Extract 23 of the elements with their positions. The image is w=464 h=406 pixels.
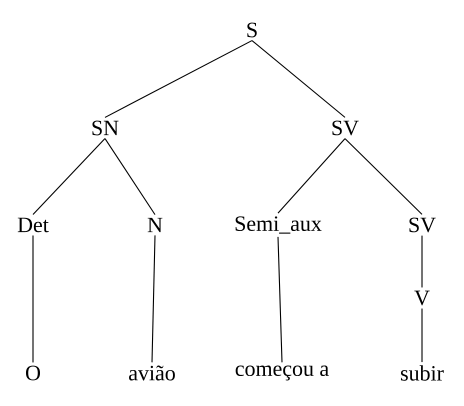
tree-label: subir bbox=[401, 365, 444, 381]
tree-label: SV bbox=[409, 218, 436, 232]
branch-line bbox=[421, 236, 423, 288]
tree-label: O bbox=[26, 366, 40, 380]
branch-line bbox=[104, 138, 156, 215]
branch-line bbox=[277, 236, 283, 362]
tree-label: Det bbox=[18, 218, 49, 232]
branch-line bbox=[151, 235, 156, 362]
branch-line bbox=[104, 40, 252, 118]
tree-label: N bbox=[148, 218, 162, 232]
tree-label: avião bbox=[129, 366, 175, 380]
tree-label: começou a bbox=[236, 366, 329, 380]
branch-line bbox=[278, 138, 346, 214]
branch-line bbox=[32, 235, 34, 362]
tree-label: SV bbox=[332, 120, 359, 136]
branch-line bbox=[32, 138, 106, 215]
branch-line bbox=[344, 138, 422, 215]
tree-label: S bbox=[247, 22, 257, 38]
branch-line bbox=[252, 40, 346, 118]
tree-label: V bbox=[414, 290, 430, 306]
tree-label: SN bbox=[92, 120, 118, 136]
tree-label: Semi_aux bbox=[236, 216, 322, 234]
branch-line bbox=[421, 308, 423, 362]
